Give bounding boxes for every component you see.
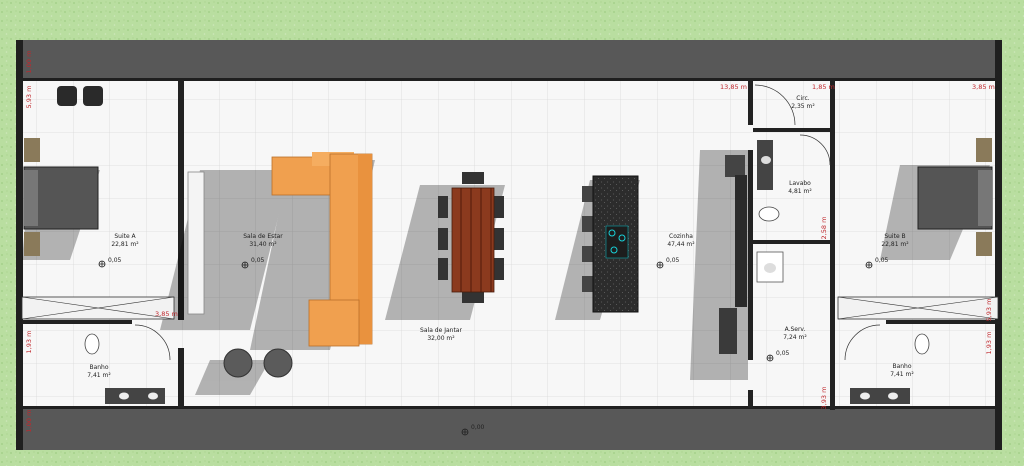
room-area-banho-b: 7,41 m² <box>890 371 914 378</box>
dimension-left-bath: 1,93 m <box>25 331 33 354</box>
bathroom-a-fixtures <box>84 324 171 404</box>
room-name-cozinha: Cozinha <box>669 233 693 240</box>
dimension-serv-bottom: 3,93 m <box>820 387 828 410</box>
room-name-suite-b: Suite B <box>884 233 905 240</box>
level-marker-sala-estar: 0,05 <box>241 257 265 269</box>
svg-text:0,05: 0,05 <box>875 257 889 264</box>
level-marker-exterior: 0,00 <box>461 424 485 436</box>
svg-text:0,05: 0,05 <box>251 257 265 264</box>
room-area-cozinha: 47,44 m² <box>667 241 695 248</box>
dimension-right-top: 3,85 m <box>972 83 995 91</box>
level-markers: 0,05 0,05 0,05 0,05 0,05 0,00 <box>98 257 889 436</box>
room-name-sala-estar: Sala de Estar <box>243 233 283 240</box>
stools <box>223 348 293 378</box>
lavabo-fixtures <box>754 84 831 283</box>
dining-table <box>438 172 504 303</box>
dimension-lavabo-side: 2,58 m <box>820 217 828 240</box>
interior-walls <box>22 80 1000 410</box>
svg-text:0,05: 0,05 <box>776 350 790 357</box>
level-marker-suite-b: 0,05 <box>865 257 889 269</box>
chair-a2 <box>83 86 103 106</box>
floor-tiles <box>22 80 1000 408</box>
dimension-circ-top: 1,85 m <box>812 83 835 91</box>
level-marker-cozinha: 0,05 <box>656 257 680 269</box>
room-name-banho-a: Banho <box>89 364 108 371</box>
nightstand-a1 <box>24 138 40 162</box>
suite-b-furniture <box>837 138 999 320</box>
room-name-sala-jantar: Sala de Jantar <box>420 327 462 334</box>
tv-panel <box>187 171 205 315</box>
room-area-sala-estar: 31,40 m² <box>249 241 277 248</box>
nightstand-a2 <box>24 232 40 256</box>
dimension-left-mid: 5,93 m <box>25 86 33 109</box>
dimension-right-bath: 1,93 m <box>985 332 993 355</box>
room-area-circ: 2,35 m² <box>791 103 815 110</box>
dimension-annotations: 1,00 m 5,93 m 3,85 m 1,93 m 1,00 m 13,85… <box>25 51 995 433</box>
room-labels: Suite A 22,81 m² Sala de Estar 31,40 m² … <box>87 95 914 379</box>
room-name-banho-b: Banho <box>892 363 911 370</box>
room-name-suite-a: Suite A <box>114 233 136 240</box>
room-name-lavabo: Lavabo <box>789 180 811 187</box>
nightstand-b2 <box>976 232 992 256</box>
dimension-left-bottom: 1,00 m <box>25 410 33 433</box>
level-marker-suite-a: 0,05 <box>98 257 122 268</box>
room-area-sala-jantar: 32,00 m² <box>427 335 455 342</box>
room-name-a-serv: A.Serv. <box>785 326 806 333</box>
room-area-suite-b: 22,81 m² <box>881 241 909 248</box>
suite-a-furniture <box>21 86 205 320</box>
svg-text:0,00: 0,00 <box>471 424 485 431</box>
dimension-left-door: 3,85 m <box>155 310 178 318</box>
dimension-right-mid: 5,93 m <box>985 299 993 322</box>
level-marker-a-serv: 0,05 <box>766 350 790 362</box>
nightstand-b1 <box>976 138 992 162</box>
room-area-banho-a: 7,41 m² <box>87 372 111 379</box>
room-name-circ: Circ. <box>796 95 809 102</box>
room-area-lavabo: 4,81 m² <box>788 188 812 195</box>
kitchen-counter <box>719 155 747 354</box>
svg-text:0,05: 0,05 <box>108 257 122 264</box>
dimension-kitchen-top: 13,85 m <box>720 83 747 91</box>
room-area-a-serv: 7,24 m² <box>783 334 807 341</box>
kitchen-island <box>582 175 639 313</box>
bathroom-b-fixtures <box>844 324 930 404</box>
chair-a1 <box>57 86 77 106</box>
room-area-suite-a: 22,81 m² <box>111 241 139 248</box>
l-shaped-sofa <box>271 152 373 347</box>
exterior-walls <box>16 40 1002 450</box>
svg-text:0,05: 0,05 <box>666 257 680 264</box>
dimension-left-top: 1,00 m <box>25 51 33 74</box>
